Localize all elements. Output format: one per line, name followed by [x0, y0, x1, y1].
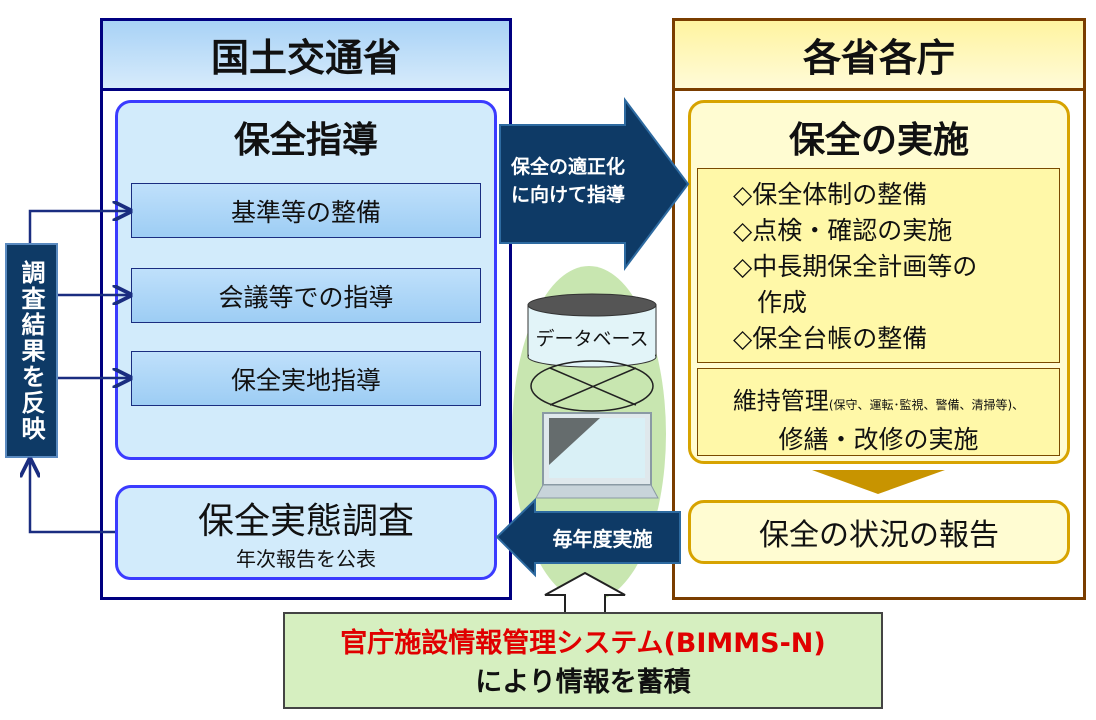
- maintenance-detail: (保守、運転･監視、警備、清掃等)、: [828, 398, 1025, 412]
- ministries-header: 各省各庁: [675, 21, 1083, 91]
- list-item: ◇中長期保全計画等の: [733, 252, 978, 281]
- system-box: 官庁施設情報管理システム(BIMMS-N) により情報を蓄積: [283, 612, 883, 709]
- maintenance-main: 維持管理: [732, 387, 829, 415]
- survey-subtitle: 年次報告を公表: [236, 546, 376, 571]
- implementation-list: ◇保全体制の整備 ◇点検・確認の実施 ◇中長期保全計画等の 作成 ◇保全台帳の整…: [697, 168, 1060, 363]
- report-box: 保全の状況の報告: [688, 500, 1070, 564]
- list-item: 作成: [757, 288, 808, 317]
- network-icon: [530, 360, 654, 412]
- maintenance-box: 維持管理(保守、運転･監視、警備、清掃等)、 修繕・改修の実施: [697, 368, 1060, 456]
- database-label: データベース: [535, 327, 649, 350]
- laptop-icon: [535, 412, 659, 499]
- system-name: 官庁施設情報管理システム(BIMMS-N): [340, 628, 826, 659]
- list-item: ◇保全台帳の整備: [733, 324, 928, 353]
- mlit-header: 国土交通省: [103, 21, 509, 91]
- up-arrow-icon: [544, 571, 626, 615]
- annual-arrow-text: 毎年度実施: [552, 526, 653, 551]
- guidance-item: 保全実地指導: [131, 351, 481, 406]
- list-item: ◇保全体制の整備: [733, 180, 928, 209]
- guidance-item: 会議等での指導: [131, 268, 481, 323]
- arrow-from-survey: [30, 460, 115, 534]
- guidance-arrow-icon: [499, 97, 690, 271]
- guidance-item: 基準等の整備: [131, 183, 481, 238]
- arrow-to-standards: [28, 211, 130, 243]
- down-triangle-icon: [812, 470, 945, 494]
- feedback-label: 調査結果を反映: [5, 243, 58, 458]
- system-line2: により情報を蓄積: [475, 667, 691, 698]
- maintenance-line2: 修繕・改修の実施: [778, 425, 979, 454]
- list-item: ◇点検・確認の実施: [733, 216, 953, 245]
- survey-box: [115, 485, 497, 580]
- guidance-arrow-line2: に向けて指導: [510, 184, 625, 206]
- database-icon: [527, 293, 657, 368]
- guidance-arrow-line1: 保全の適正化: [510, 156, 625, 178]
- survey-title: 保全実態調査: [197, 501, 414, 542]
- implementation-title: 保全の実施: [788, 120, 969, 161]
- annual-arrow-icon: [495, 497, 681, 578]
- guidance-title: 保全指導: [233, 120, 378, 161]
- guidance-arrow-text: 保全の適正化 に向けて指導: [503, 153, 633, 209]
